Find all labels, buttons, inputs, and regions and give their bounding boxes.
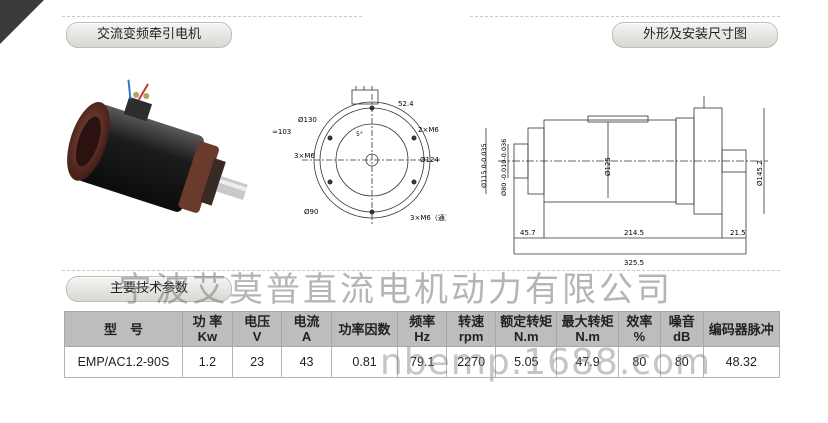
header-efficiency: 效率% [617, 311, 661, 347]
cell-rated-torque: 5.05 [495, 346, 558, 378]
cell-noise: 80 [659, 346, 704, 378]
divider-top-right [470, 16, 780, 17]
header-power-factor: 功率因数 [330, 311, 399, 347]
front-d90-label: Ø90 [304, 208, 318, 216]
side-l325-label: 325.5 [624, 259, 644, 267]
dimension-title-pill: 外形及安装尺寸图 [612, 22, 778, 48]
side-l214-label: 214.5 [624, 229, 644, 237]
front-m6-3b-label: 3×M6（通） [410, 213, 446, 222]
front-w52-label: 52.4 [398, 100, 414, 108]
cell-power: 1.2 [181, 346, 233, 378]
cell-frequency: 79.1 [397, 346, 448, 378]
dimension-title: 外形及安装尺寸图 [642, 27, 747, 42]
cell-speed: 2270 [446, 346, 497, 378]
corner-decoration [0, 0, 44, 44]
side-l21-label: 21.5 [730, 229, 746, 237]
side-l45-label: 45.7 [520, 229, 536, 237]
product-title-pill: 交流变频牵引电机 [66, 22, 232, 48]
front-m6-3a-label: 3×M6 [294, 152, 315, 160]
side-d125-label: Ø125 [604, 157, 612, 176]
divider-params [62, 270, 780, 271]
side-view-drawing: Ø115 0-0.035 Ø80 -0.010-0.036 Ø125 Ø145.… [480, 96, 768, 267]
cell-max-torque: 47.9 [556, 346, 619, 378]
front-view-drawing: Ø130 ≈103 52.4 2×M6 3×M6 Ø124 Ø90 3×M6（通… [272, 86, 446, 226]
header-model: 型 号 [64, 311, 183, 347]
side-d145-label: Ø145.2 [756, 160, 764, 186]
params-title-pill: 主要技术参数 [66, 276, 232, 302]
motor-photo [67, 79, 248, 213]
cell-voltage: 23 [231, 346, 283, 378]
side-d115-label: Ø115 0-0.035 [480, 143, 488, 188]
front-d130-label: Ø130 [298, 116, 317, 124]
cell-encoder: 48.32 [702, 346, 781, 378]
front-m6-2-label: 2×M6 [418, 126, 439, 134]
table-row: EMP/AC1.2-90S 1.2 23 43 0.81 79.1 2270 5… [64, 346, 781, 378]
cell-power-factor: 0.81 [330, 346, 399, 378]
product-title: 交流变频牵引电机 [96, 27, 201, 42]
header-encoder: 编码器脉冲 [702, 311, 781, 347]
params-title: 主要技术参数 [109, 281, 188, 296]
front-angle-label: 5° [356, 131, 363, 138]
front-h103-label: ≈103 [272, 128, 291, 136]
cell-model: EMP/AC1.2-90S [64, 346, 183, 378]
front-d124-label: Ø124 [420, 156, 439, 164]
cell-efficiency: 80 [617, 346, 661, 378]
cell-current: 43 [281, 346, 332, 378]
divider-top-left [62, 16, 362, 17]
side-d80-label: Ø80 -0.010-0.036 [500, 139, 508, 196]
